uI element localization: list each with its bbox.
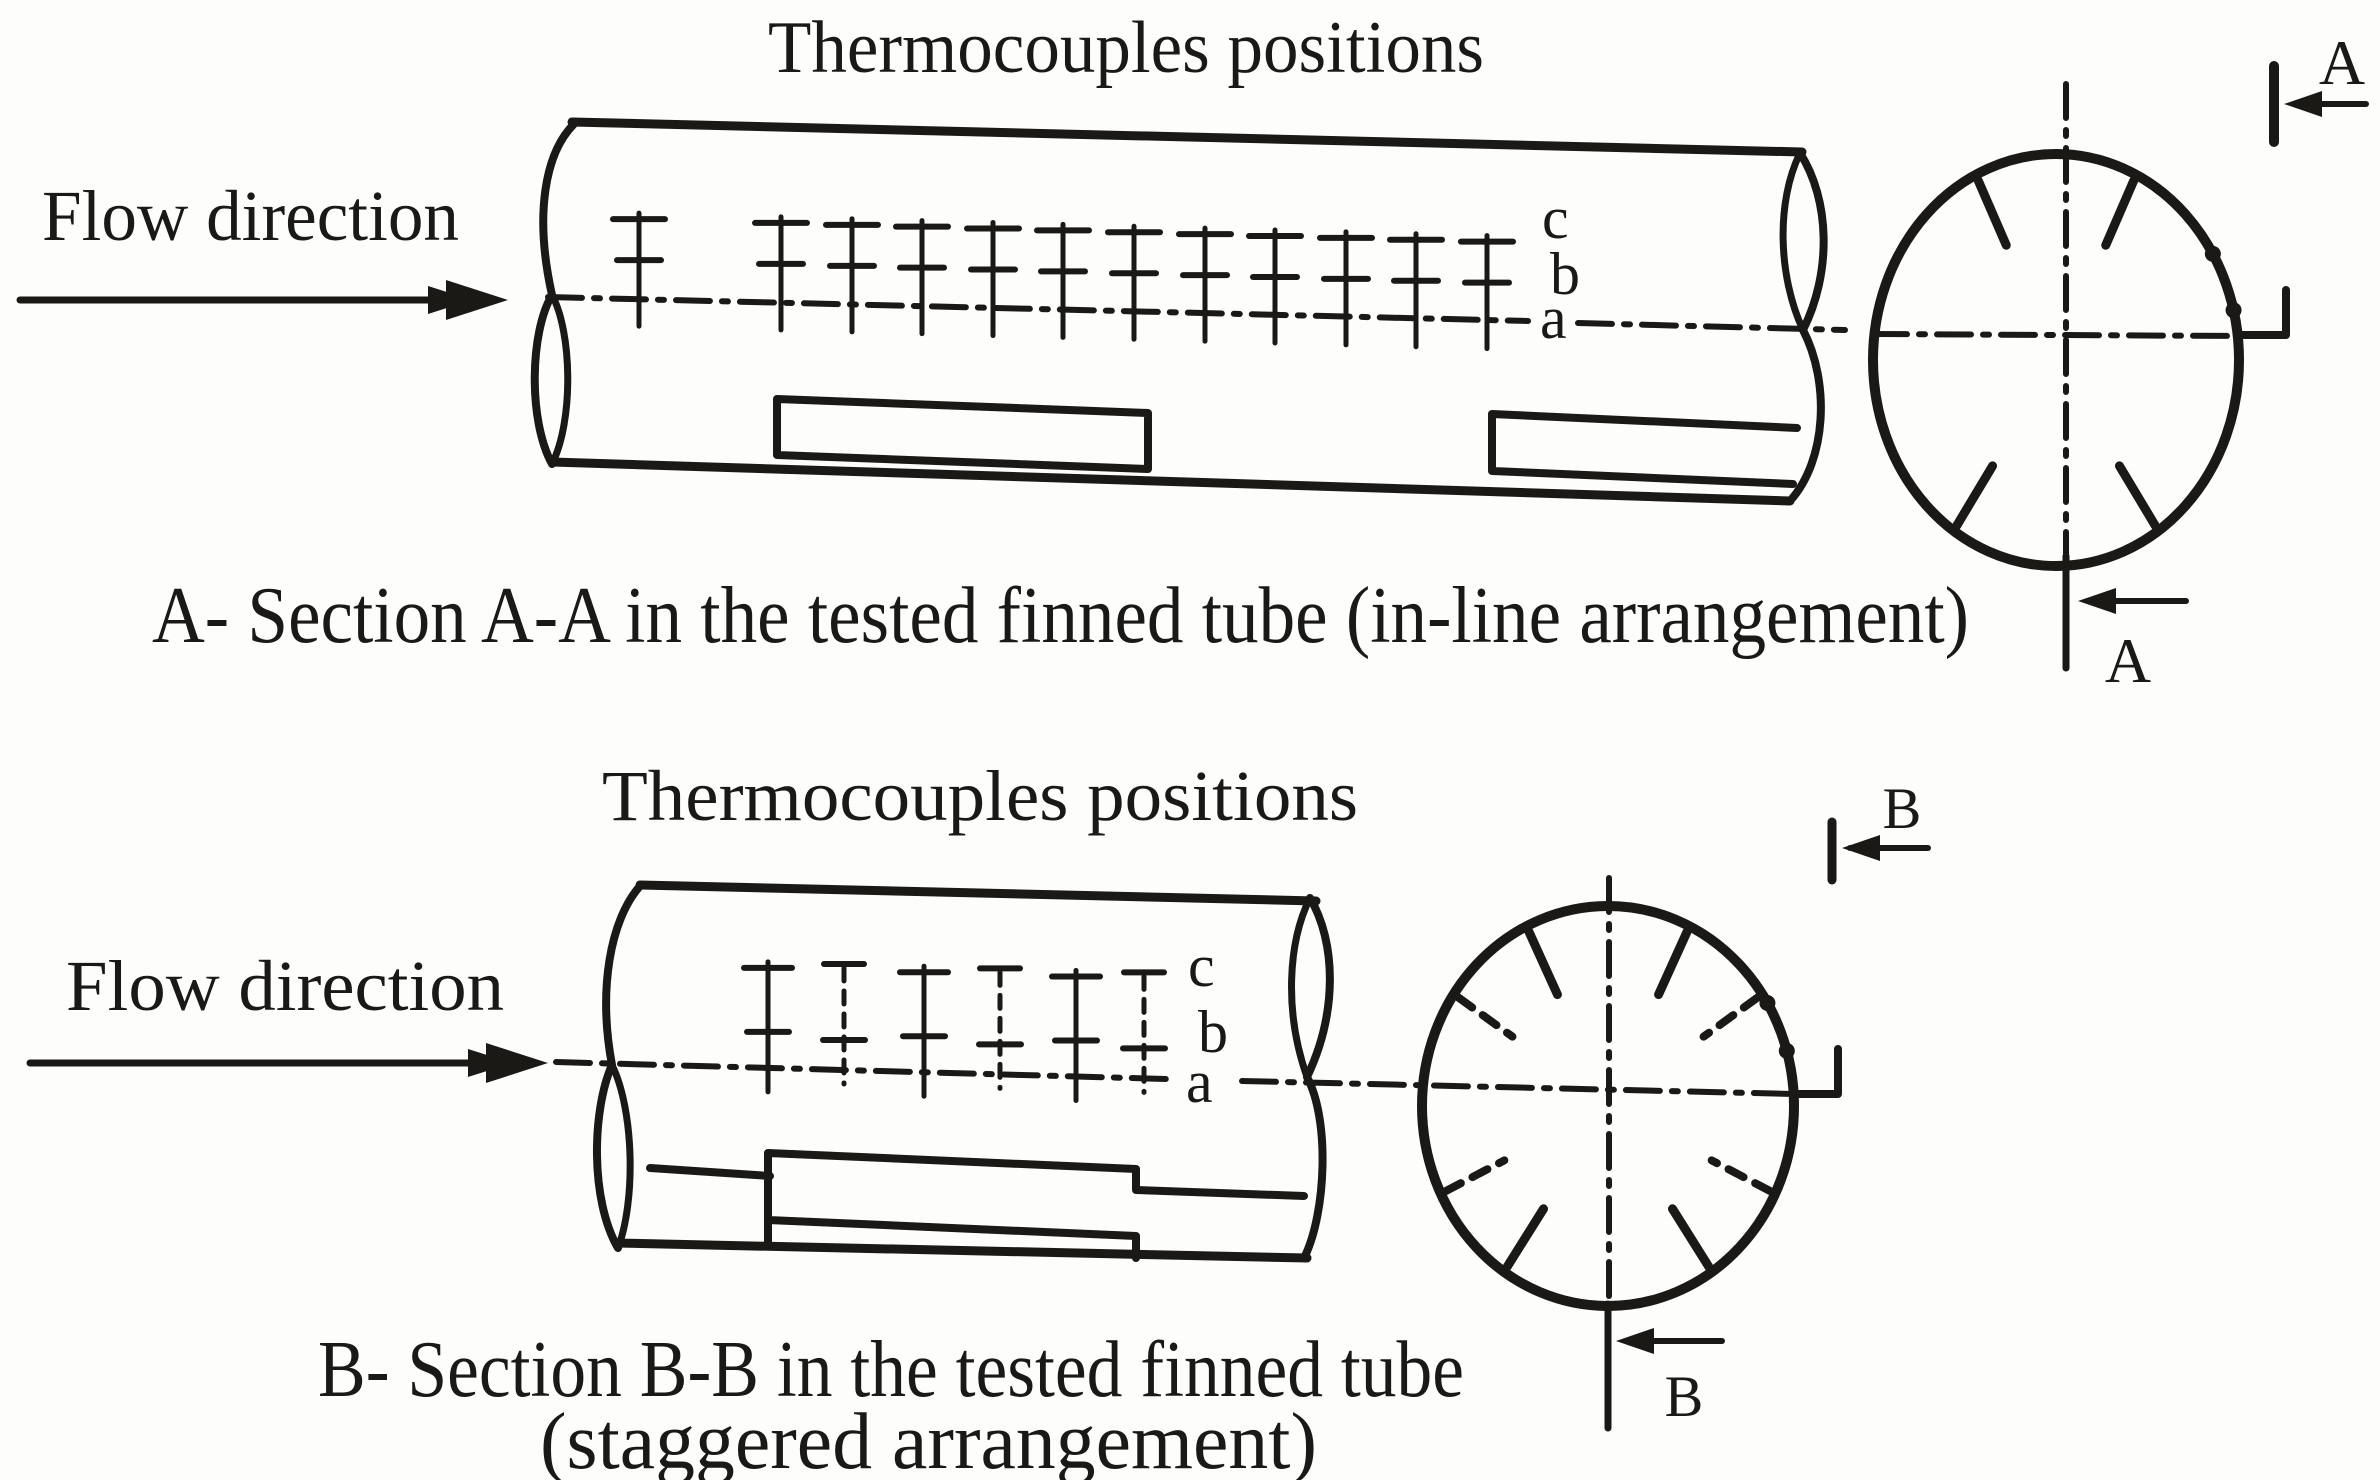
tube-a-bottom-edge <box>547 457 1795 506</box>
probe-label-c-a: c <box>1542 185 1569 251</box>
section-arrowhead-icon <box>1842 835 1880 861</box>
section-arrowhead-icon <box>2078 588 2116 614</box>
probe-label-b-b: b <box>1198 999 1228 1065</box>
fin-mark <box>2101 175 2139 250</box>
thermocouple-array-b <box>741 959 1168 1103</box>
flow-arrowhead-icon <box>468 1049 512 1077</box>
probe-label-a-a: a <box>1540 285 1567 351</box>
fin-mark <box>1502 1204 1549 1272</box>
fin-marks-a <box>1952 175 2242 531</box>
tube-b-top-edge <box>635 880 1321 906</box>
probe-label-c-b: c <box>1188 933 1215 999</box>
flow-direction-label-b: Flow direction <box>66 946 504 1026</box>
section-a-circle <box>1868 149 2244 571</box>
caption-a: A- Section A-A in the tested finned tube… <box>152 572 1969 660</box>
caption-b-line1: B- Section B-B in the tested finned tube <box>318 1326 1464 1414</box>
flow-arrowhead-icon <box>428 286 472 314</box>
section-b-cut-bracket <box>1790 1045 1842 1098</box>
flow-arrowhead-icon <box>446 280 508 320</box>
section-arrowhead-icon <box>1616 1328 1654 1354</box>
diagram-b-title: Thermocouples positions <box>602 756 1358 836</box>
fin-mark-dashed <box>1707 1156 1775 1196</box>
diagram-a-title: Thermocouples positions <box>768 7 1484 89</box>
fin-mark <box>1524 927 1562 1000</box>
probe-label-b-a: b <box>1550 241 1580 307</box>
rim-mark <box>1759 994 1776 1011</box>
tube-a-centerline <box>545 294 2242 339</box>
fin-block-a-1 <box>773 395 1152 473</box>
diagram-a: Thermocouples positions Flow direction c… <box>16 7 2369 696</box>
fin-mark <box>1667 1204 1714 1272</box>
section-marker-a-bottom: A <box>2062 552 2189 696</box>
flow-direction-label-a: Flow direction <box>42 176 459 256</box>
tube-a-top-edge <box>567 117 1807 157</box>
section-letter-a-top: A <box>2319 27 2365 98</box>
fin-mark-dashed <box>1699 993 1762 1041</box>
tube-b-outline <box>593 880 1334 1263</box>
diagram-b: Thermocouples positions Flow direction c… <box>26 756 1931 1480</box>
rim-mark <box>2204 245 2221 262</box>
section-letter-a-bottom: A <box>2105 625 2151 696</box>
section-arrowhead-icon <box>2284 91 2322 117</box>
tube-b-right-end-inner <box>1288 894 1314 1081</box>
tube-b-left-end-inner <box>608 1061 634 1252</box>
section-marker-b-bottom: B <box>1604 1300 1725 1432</box>
flow-arrowhead-icon <box>486 1043 548 1083</box>
fin-marks-b <box>1441 927 1795 1272</box>
section-marker-a-top: A <box>2269 27 2369 147</box>
caption-b-line2: (staggered arrangement) <box>540 1398 1317 1480</box>
flow-arrow-a <box>16 280 508 320</box>
thermocouple-array-a <box>610 210 1516 352</box>
fin-block-b <box>646 1149 1308 1262</box>
tube-a-right-end-inner <box>1779 149 1807 334</box>
fin-mark-dashed <box>1441 1156 1509 1196</box>
probe-label-a-b: a <box>1186 1049 1213 1115</box>
tube-b-bottom-edge <box>611 1238 1312 1263</box>
section-letter-b-bottom: B <box>1665 1364 1704 1429</box>
fin-mark <box>1973 175 2011 250</box>
fin-mark <box>1952 461 1998 531</box>
fin-mark <box>2114 461 2160 531</box>
tube-b-centerline <box>553 1059 1797 1097</box>
tube-a-outline <box>530 117 1828 506</box>
rim-mark <box>1778 1042 1795 1059</box>
rim-mark <box>2225 302 2242 319</box>
section-a-cut-bracket <box>2235 286 2290 339</box>
fin-mark-dashed <box>1454 993 1517 1041</box>
section-marker-b-top: B <box>1827 776 1931 885</box>
section-letter-b-top: B <box>1883 776 1922 841</box>
tube-a-left-end-inner <box>548 291 572 468</box>
fin-mark <box>1654 927 1692 1000</box>
flow-arrow-b <box>26 1043 548 1083</box>
cross-section-a <box>1868 81 2290 571</box>
fin-block-a-2 <box>1488 410 1801 488</box>
